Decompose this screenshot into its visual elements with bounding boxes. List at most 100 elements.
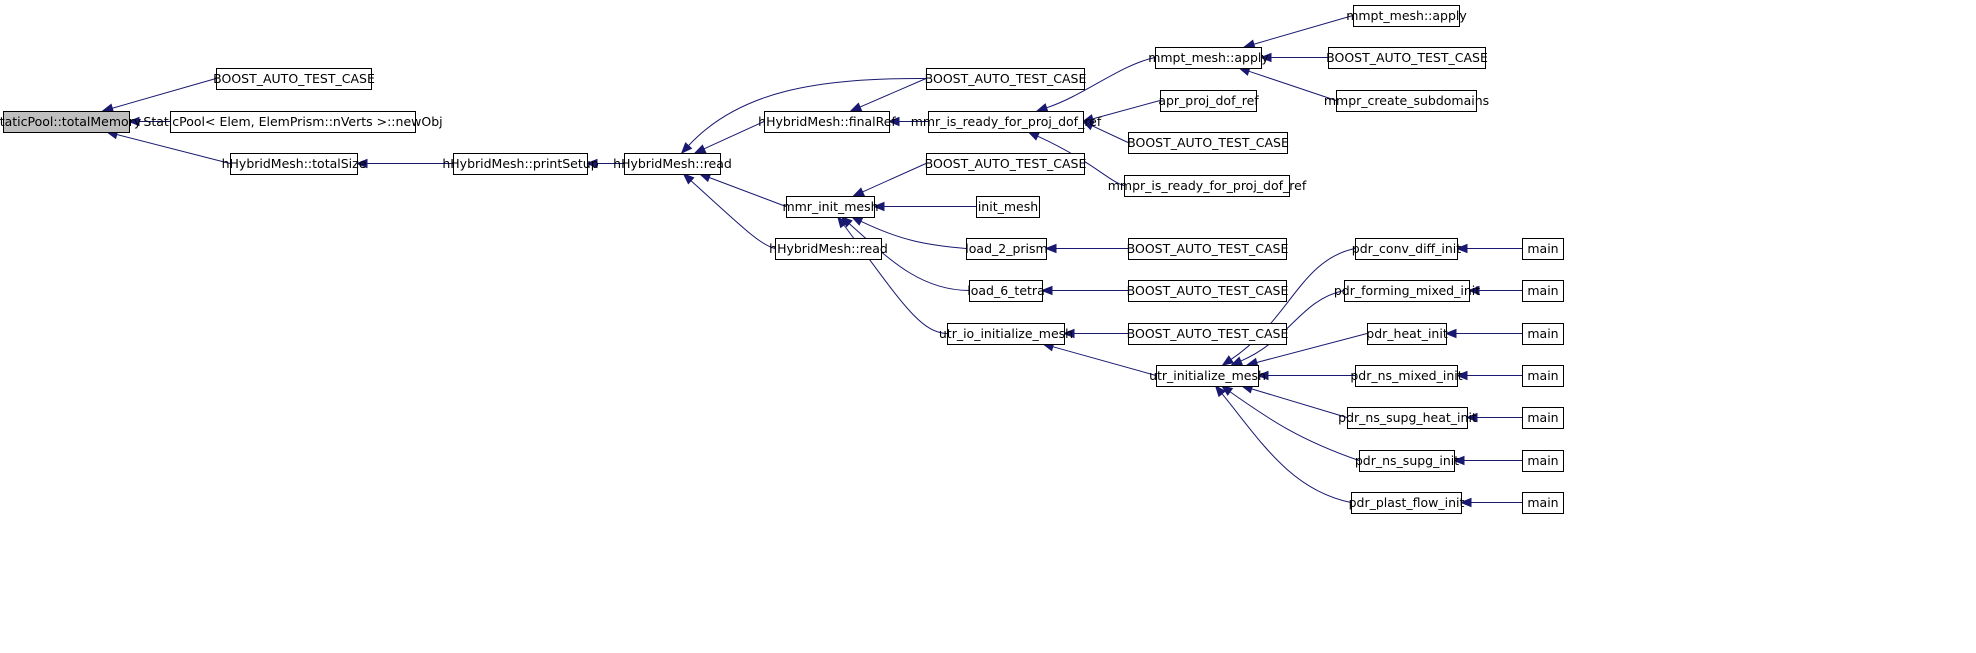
node-n34[interactable]: main: [1522, 238, 1564, 260]
node-label: main: [1527, 326, 1558, 341]
node-n23[interactable]: utr_initialize_mesh: [1149, 365, 1266, 387]
node-box: [1522, 238, 1564, 260]
node-label: StaticPool::totalMemory: [0, 114, 142, 129]
node-n9[interactable]: BOOST_AUTO_TEST_CASE: [925, 68, 1087, 90]
node-n0[interactable]: StaticPool::totalMemory: [0, 111, 142, 133]
node-label: mmpt_mesh::apply: [1346, 8, 1467, 23]
node-n24[interactable]: mmpt_mesh::apply: [1346, 5, 1467, 27]
arrowhead-n25-to-n16: [1259, 52, 1272, 63]
node-label: pdr_ns_mixed_init: [1350, 368, 1462, 383]
node-box: [1367, 323, 1447, 345]
node-label: StaticPool< Elem, ElemPrism::nVerts >::n…: [143, 114, 442, 129]
node-label: main: [1527, 495, 1558, 510]
arrowhead-n16-to-n10: [1035, 103, 1049, 113]
node-label: BOOST_AUTO_TEST_CASE: [1127, 283, 1289, 298]
node-n3[interactable]: hHybridMesh::totalSize: [222, 153, 367, 175]
node-n5[interactable]: hHybridMesh::read: [613, 153, 732, 175]
node-n18[interactable]: BOOST_AUTO_TEST_CASE: [1127, 132, 1289, 154]
node-box: [216, 68, 372, 90]
arrowhead-n20-to-n13: [1044, 243, 1057, 254]
node-n26[interactable]: mmpr_create_subdomains: [1324, 90, 1489, 112]
node-label: main: [1527, 368, 1558, 383]
arrowhead-n39-to-n32: [1452, 455, 1465, 466]
node-n40[interactable]: main: [1522, 492, 1564, 514]
edge-n16-to-n10: [1046, 57, 1156, 109]
arrowhead-n34-to-n27: [1455, 243, 1468, 254]
node-n8[interactable]: hHybridMesh::read: [769, 238, 888, 260]
node-box: [947, 323, 1065, 345]
node-n38[interactable]: main: [1522, 407, 1564, 429]
node-n21[interactable]: BOOST_AUTO_TEST_CASE: [1127, 280, 1289, 302]
node-n10[interactable]: mmr_is_ready_for_proj_dof_ref: [911, 111, 1102, 133]
edge-n8-to-n5: [690, 180, 776, 249]
node-n33[interactable]: pdr_plast_flow_init: [1349, 492, 1465, 514]
node-n28[interactable]: pdr_forming_mixed_init: [1334, 280, 1480, 302]
node-box: [1128, 280, 1287, 302]
edge-n13-to-n7: [860, 220, 967, 249]
node-n32[interactable]: pdr_ns_supg_init: [1355, 450, 1459, 472]
node-box: [170, 111, 416, 133]
node-box: [1156, 365, 1259, 387]
edge-n29-to-n23: [1256, 333, 1368, 363]
node-box: [230, 153, 358, 175]
node-box: [1344, 280, 1470, 302]
node-label: mmpr_create_subdomains: [1324, 93, 1489, 108]
node-n15[interactable]: utr_io_initialize_mesh: [939, 323, 1073, 345]
arrowhead-n2-to-n0: [127, 116, 140, 127]
node-n36[interactable]: main: [1522, 323, 1564, 345]
node-n39[interactable]: main: [1522, 450, 1564, 472]
node-n17[interactable]: apr_proj_dof_ref: [1158, 90, 1259, 112]
node-n6[interactable]: hHybridMesh::finalRef: [758, 111, 896, 133]
node-label: hHybridMesh::totalSize: [222, 156, 367, 171]
node-box: [1522, 280, 1564, 302]
node-n27[interactable]: pdr_conv_diff_init: [1352, 238, 1461, 260]
node-n16[interactable]: mmpt_mesh::apply: [1148, 47, 1269, 69]
edge-n28-to-n23: [1240, 290, 1345, 362]
arrowhead-n8-to-n5: [682, 173, 695, 185]
node-label: mmr_is_ready_for_proj_dof_ref: [911, 114, 1102, 129]
node-n4[interactable]: hHybridMesh::printSetup: [442, 153, 599, 175]
node-label: BOOST_AUTO_TEST_CASE: [925, 156, 1087, 171]
node-box: [926, 68, 1085, 90]
edge-n9-to-n5: [688, 77, 927, 146]
node-n22[interactable]: BOOST_AUTO_TEST_CASE: [1127, 323, 1289, 345]
arrowhead-n40-to-n33: [1459, 497, 1472, 508]
edge-n1-to-n0: [112, 78, 217, 109]
node-box: [1328, 47, 1486, 69]
node-n19[interactable]: mmpr_is_ready_for_proj_dof_ref: [1108, 175, 1307, 197]
node-box: [1522, 492, 1564, 514]
node-box: [1155, 47, 1262, 69]
node-n20[interactable]: BOOST_AUTO_TEST_CASE: [1127, 238, 1289, 260]
arrowhead-n36-to-n29: [1444, 328, 1457, 339]
arrowhead-n38-to-n31: [1465, 412, 1478, 423]
arrowhead-n13-to-n7: [850, 216, 864, 226]
node-n29[interactable]: pdr_heat_init: [1366, 323, 1448, 345]
node-box: [1160, 90, 1257, 112]
node-n7[interactable]: mmr_init_mesh: [782, 196, 879, 218]
arrowhead-n11-to-n7: [852, 187, 865, 197]
node-n14[interactable]: load_6_tetra: [967, 280, 1045, 302]
node-n31[interactable]: pdr_ns_supg_heat_init: [1338, 407, 1477, 429]
node-box: [1355, 238, 1458, 260]
node-n11[interactable]: BOOST_AUTO_TEST_CASE: [925, 153, 1087, 175]
node-n1[interactable]: BOOST_AUTO_TEST_CASE: [213, 68, 375, 90]
node-box: [1347, 407, 1468, 429]
arrowhead-n22-to-n15: [1062, 328, 1075, 339]
node-n13[interactable]: load_2_prism: [965, 238, 1048, 260]
node-n35[interactable]: main: [1522, 280, 1564, 302]
node-label: load_6_tetra: [967, 283, 1044, 298]
node-label: hHybridMesh::read: [613, 156, 732, 171]
node-n30[interactable]: pdr_ns_mixed_init: [1350, 365, 1463, 387]
node-n25[interactable]: BOOST_AUTO_TEST_CASE: [1326, 47, 1488, 69]
arrowhead-n28-to-n23: [1230, 356, 1244, 366]
arrowhead-n35-to-n28: [1467, 285, 1480, 296]
node-label: mmpr_is_ready_for_proj_dof_ref: [1108, 178, 1307, 193]
edge-n14-to-n7: [848, 223, 970, 291]
node-label: mmpt_mesh::apply: [1148, 50, 1269, 65]
edge-n31-to-n23: [1251, 388, 1348, 418]
node-n2[interactable]: StaticPool< Elem, ElemPrism::nVerts >::n…: [143, 111, 443, 133]
node-box: [1128, 323, 1287, 345]
node-n37[interactable]: main: [1522, 365, 1564, 387]
node-n12[interactable]: init_mesh: [976, 196, 1040, 218]
node-label: hHybridMesh::read: [769, 241, 888, 256]
